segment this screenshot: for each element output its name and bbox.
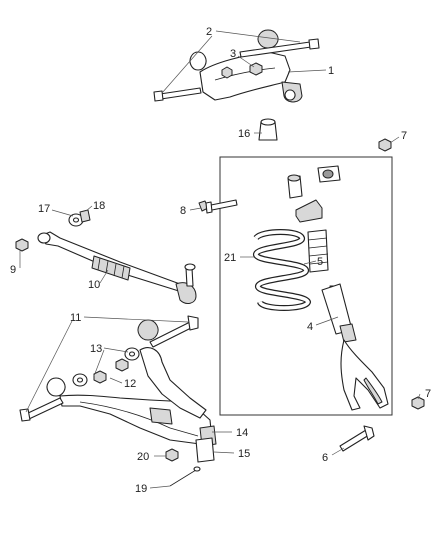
callout-labels: 2 3 1 16 7 8 21 5 4 7 6 17 18 9 10 11 13… (10, 26, 431, 495)
lower-arm-bolt-lower (19, 397, 64, 422)
callout-10: 10 (88, 279, 100, 291)
callout-9: 9 (10, 264, 16, 276)
nut-upper-right (378, 138, 392, 152)
nut-lower-right (411, 396, 425, 410)
upper-control-arm (189, 29, 303, 103)
coil-spring (252, 229, 312, 311)
bolt-6 (339, 425, 375, 452)
callout-16: 16 (238, 128, 250, 140)
callout-15: 15 (238, 448, 250, 460)
coil-spring-shock-group-box (219, 156, 393, 416)
upper-arm-nut (249, 62, 263, 76)
callout-4: 4 (307, 321, 313, 333)
tie-rod-bolt (15, 238, 29, 252)
callout-5: 5 (317, 256, 323, 268)
shock-absorber (321, 283, 389, 411)
callout-2: 2 (206, 26, 212, 38)
lower-control-arm (46, 319, 217, 463)
callout-3: 3 (230, 48, 236, 60)
upper-arm-small-nut (221, 66, 233, 79)
tie-rod-assembly (37, 231, 197, 304)
callout-7-upper: 7 (401, 130, 407, 142)
callout-14: 14 (236, 427, 248, 439)
callout-13: 13 (90, 343, 102, 355)
shock-bushing (317, 165, 341, 183)
spring-isolator-upper (287, 174, 303, 199)
callout-1: 1 (328, 65, 334, 77)
upper-arm-bolt-long (239, 38, 320, 58)
lower-arm-washer-13 (124, 347, 140, 361)
upper-arm-bolt-short (153, 87, 202, 102)
lower-arm-nut (93, 370, 107, 384)
callout-8: 8 (180, 205, 186, 217)
bolt-8 (198, 199, 238, 214)
callout-19: 19 (135, 483, 147, 495)
bushing-18 (79, 209, 91, 223)
lower-arm-bolt-upper (149, 315, 199, 348)
callout-11: 11 (70, 312, 81, 324)
jounce-bumper (295, 199, 323, 223)
callout-12: 12 (124, 378, 136, 390)
leader-lines (19, 30, 421, 489)
callout-21: 21 (224, 252, 236, 264)
callout-20: 20 (137, 451, 149, 463)
callout-6: 6 (322, 452, 328, 464)
callout-18: 18 (93, 200, 105, 212)
lower-arm-washer-12 (72, 358, 129, 387)
nut-20 (165, 448, 179, 462)
cotter-pin-19 (169, 466, 201, 487)
bump-stop (258, 118, 278, 141)
callout-17: 17 (38, 203, 50, 215)
callout-7-lower: 7 (425, 388, 431, 400)
